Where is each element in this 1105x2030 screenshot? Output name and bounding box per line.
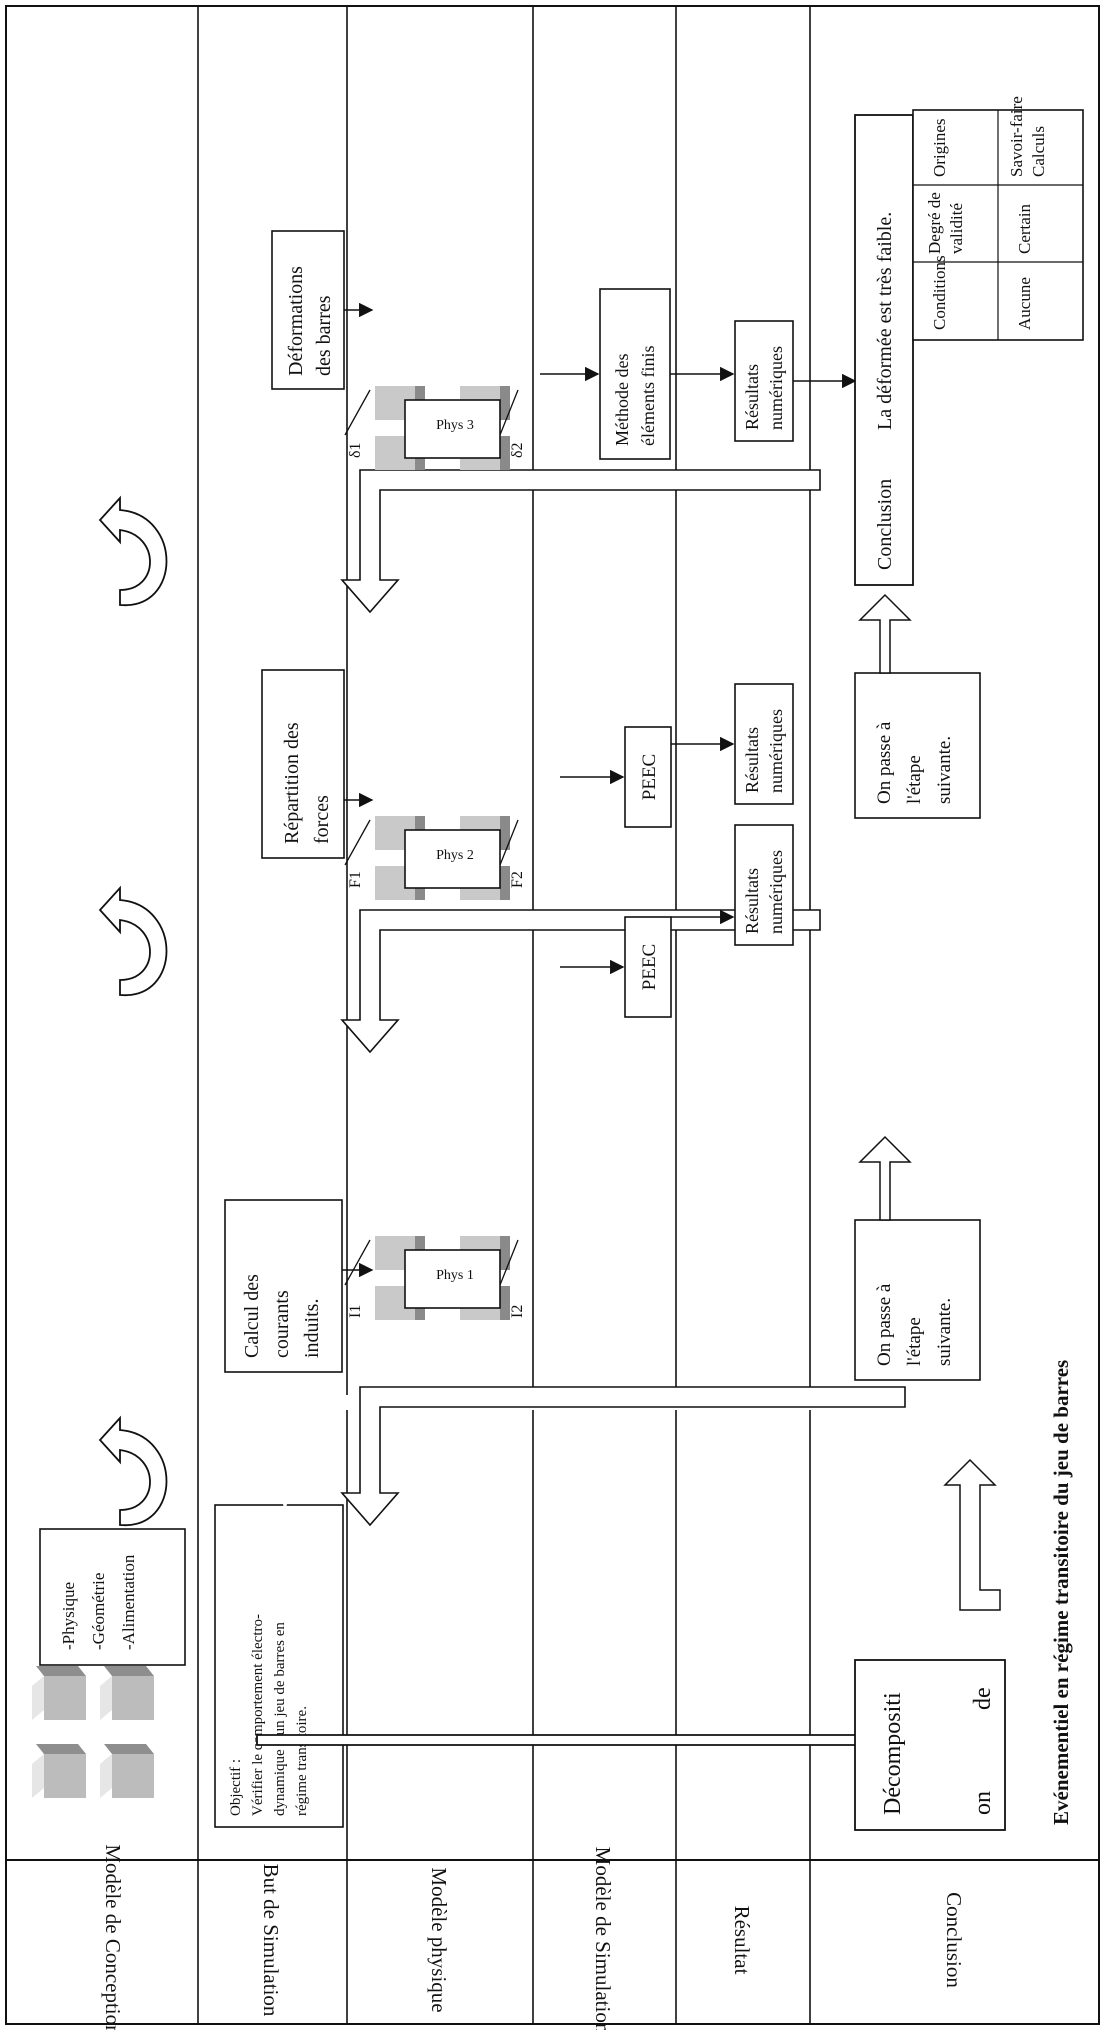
svg-text:Résultats: Résultats [742,727,762,793]
row-label-result: Résultat [730,1906,754,1975]
objective-line: régime transitoire. [294,1706,310,1816]
hollow-arrow-shaft-3 [340,469,821,614]
sim-box-2 [624,726,672,828]
row-label-conclusion: Conclusion [942,1892,966,1988]
phys-label: Phys 2 [436,848,474,863]
phys-input-label: I1 [347,1305,364,1318]
row-label-conception: Modèle de Conception [101,1844,125,2030]
sim-label: Méthode des [612,354,632,446]
conclusion-label: Conclusion [874,479,896,570]
hollow-arrow-1 [253,1390,915,1530]
busbar-icon [32,1666,154,1798]
table-header: Origines [930,118,949,177]
objective-line: Objectif : [228,1759,244,1816]
decomposition-text: Décompositi [880,1692,906,1815]
decomposition-box [854,1659,1006,1831]
next-step-box-1 [854,1219,981,1381]
goal-text: Déformations [285,266,307,376]
phys-output-label: δ2 [509,442,526,458]
figure-caption: Evénementiel en régime transitoire du je… [1049,1360,1073,1825]
phys-model-3: Phys 3 [344,386,519,470]
table-cell: Savoir-faire [1007,96,1026,177]
curved-arrow-icon [98,1415,168,1526]
conclusion-text: La déformée est très faible. [874,212,896,430]
phys-model-2: Phys 2 [344,816,519,900]
next-step-text: l'étape [904,755,925,804]
table-cell: Certain [1015,203,1034,254]
goal-text: induits. [301,1299,323,1358]
row-label-simulation: Modèle de Simulation [591,1847,615,2030]
next-step-text: suivante. [934,1298,955,1366]
goal-text: courants [271,1290,293,1358]
next-step-text: On passe à [874,721,895,804]
hollow-arrow-shaft-1 [340,1386,906,1527]
next-step-box-2 [854,672,981,819]
goal-text: forces [311,795,333,844]
conclusion-box [854,114,914,586]
table-header: Conditions [930,255,949,330]
sim-label: éléments finis [638,346,658,446]
conception-item: -Alimentation [119,1554,138,1650]
goal-box-1 [224,1199,343,1373]
phys-input-label: F1 [347,871,364,888]
small-hollow-arrow [858,593,912,674]
svg-text:Résultat: Résultat [730,1906,754,1975]
result-box-2: Résultats numériques [734,683,794,805]
svg-text:numériques: numériques [766,709,786,793]
table-cell: Calculs [1029,126,1048,177]
outer-frame [5,5,1100,2025]
curved-arrow-icon [98,495,168,606]
row-label-goal: But de Simulation [259,1864,283,2017]
result-box-3: Résultats numériques [734,320,794,442]
svg-text:Résultats: Résultats [742,868,762,934]
small-hollow-arrow [858,1135,912,1221]
phys-output-label: F2 [509,871,526,888]
next-step-text: On passe à [874,1283,895,1366]
conclusion-table [912,109,1084,341]
svg-text:But de Simulation: But de Simulation [259,1864,283,2017]
objective-line: Vérifier le comportement électro- [250,1614,266,1816]
result-box-1: Résultats numériques [734,824,794,946]
curved-arrow-icon [98,885,168,996]
svg-text:numériques: numériques [766,346,786,430]
sim-label: PEEC [639,944,660,990]
goal-text: Calcul des [241,1274,263,1358]
next-step-text: suivante. [934,736,955,804]
phys-output-label: I2 [509,1305,526,1318]
table-header: validité [947,203,966,254]
phys-label: Phys 1 [436,1268,474,1283]
next-step-text: l'étape [904,1317,925,1366]
decomposition-text: de [970,1687,996,1710]
small-hollow-arrow [943,1458,1001,1611]
goal-text: des barres [313,295,335,376]
objective-line: dynamique d'un jeu de barres en [272,1622,288,1816]
sim-label: PEEC [639,754,660,800]
objective-down-arrow [256,1716,937,1764]
phys-model-1: Phys 1 [344,1236,519,1320]
decomposition-text: on [970,1791,996,1815]
sim-box-1 [624,916,672,1018]
svg-text:Conclusion: Conclusion [942,1892,966,1988]
goal-box-2 [261,669,345,859]
goal-text: Répartition des [281,722,303,844]
objective-box [214,1504,344,1828]
phys-input-label: δ1 [347,442,364,458]
svg-text:numériques: numériques [766,850,786,934]
svg-text:Modèle de Conception: Modèle de Conception [101,1844,125,2030]
table-cell: Aucune [1015,277,1034,330]
conception-items-box [39,1528,186,1666]
sim-box-3 [599,288,671,460]
svg-text:Résultats: Résultats [742,364,762,430]
svg-text:Modèle de Simulation: Modèle de Simulation [591,1847,615,2030]
row-label-physical: Modèle physique [427,1867,451,2012]
svg-text:Modèle physique: Modèle physique [427,1867,451,2012]
table-header: Degré de [925,192,944,254]
phys-label: Phys 3 [436,418,474,433]
conception-item: -Géométrie [89,1573,108,1650]
conception-item: -Physique [59,1582,78,1650]
